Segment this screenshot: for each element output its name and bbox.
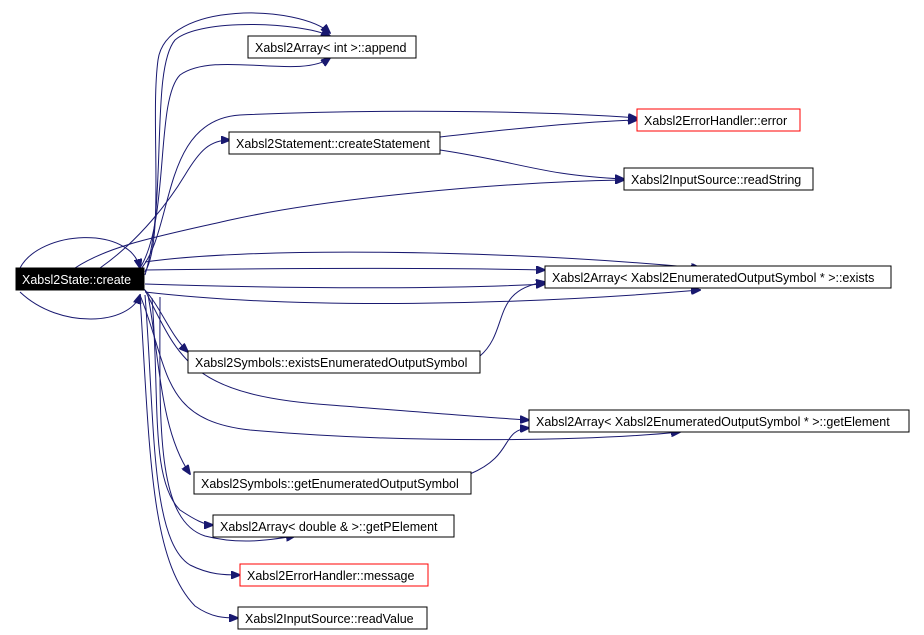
- node-getEnum-label: Xabsl2Symbols::getEnumeratedOutputSymbol: [201, 477, 459, 491]
- node-readString[interactable]: Xabsl2InputSource::readString: [623, 167, 814, 191]
- node-readValue-label: Xabsl2InputSource::readValue: [245, 612, 414, 626]
- node-existsEnum-box: [187, 350, 481, 374]
- node-readValue-box: [237, 606, 428, 630]
- node-getEnum-box: [193, 471, 472, 495]
- edge-create-readValue: [139, 295, 238, 618]
- node-create-label: Xabsl2State::create: [22, 273, 131, 287]
- node-getElement-box: [528, 409, 910, 433]
- node-append[interactable]: Xabsl2Array< int >::append: [247, 35, 417, 59]
- edge-create-error: [139, 110, 637, 271]
- edge-create-append-3: [139, 58, 330, 269]
- node-readString-box: [623, 167, 814, 191]
- node-create-box: [15, 267, 145, 291]
- node-getElement-label: Xabsl2Array< Xabsl2EnumeratedOutputSymbo…: [536, 415, 890, 429]
- node-create[interactable]: Xabsl2State::create: [15, 267, 145, 291]
- edge-create-exists-1: [144, 251, 700, 268]
- edge-create-self-2: [19, 291, 140, 320]
- node-error-box: [636, 108, 801, 132]
- edge-create-getPElement-2: [159, 296, 295, 542]
- edge-createStatement-error: [439, 120, 637, 138]
- node-readValue[interactable]: Xabsl2InputSource::readValue: [237, 606, 428, 630]
- node-error-label: Xabsl2ErrorHandler::error: [644, 114, 787, 128]
- edge-create-getElement-2: [139, 294, 680, 441]
- node-existsEnum[interactable]: Xabsl2Symbols::existsEnumeratedOutputSym…: [187, 350, 481, 374]
- node-exists[interactable]: Xabsl2Array< Xabsl2EnumeratedOutputSymbo…: [544, 265, 892, 289]
- edge-create-exists-4: [144, 290, 700, 305]
- node-existsEnum-label: Xabsl2Symbols::existsEnumeratedOutputSym…: [195, 356, 467, 370]
- node-append-label: Xabsl2Array< int >::append: [255, 41, 407, 55]
- node-message-label: Xabsl2ErrorHandler::message: [247, 569, 414, 583]
- edge-create-exists-3: [144, 284, 545, 288]
- edge-create-message: [144, 294, 240, 575]
- edge-create-append-2: [144, 24, 330, 276]
- node-exists-label: Xabsl2Array< Xabsl2EnumeratedOutputSymbo…: [552, 271, 874, 285]
- edge-create-createStatement: [99, 140, 230, 269]
- edge-create-existsEnum: [142, 287, 188, 352]
- edge-create-exists-2: [144, 269, 545, 271]
- node-getPElement-box: [212, 514, 455, 538]
- node-error[interactable]: Xabsl2ErrorHandler::error: [636, 108, 801, 132]
- node-message-box: [239, 563, 429, 587]
- node-getEnum[interactable]: Xabsl2Symbols::getEnumeratedOutputSymbol: [193, 471, 472, 495]
- edge-create-getEnum: [147, 294, 190, 474]
- node-getPElement-label: Xabsl2Array< double & >::getPElement: [220, 520, 438, 534]
- node-getPElement[interactable]: Xabsl2Array< double & >::getPElement: [212, 514, 455, 538]
- node-createStatement[interactable]: Xabsl2Statement::createStatement: [228, 131, 441, 155]
- edge-create-getElement-1: [144, 289, 529, 420]
- node-exists-box: [544, 265, 892, 289]
- node-readString-label: Xabsl2InputSource::readString: [631, 173, 801, 187]
- edge-createStatement-readString: [439, 149, 624, 179]
- edges: [19, 12, 700, 618]
- edge-create-self-1: [19, 237, 140, 268]
- edge-create-readString: [74, 180, 624, 269]
- edge-create-getPElement-1: [151, 297, 213, 525]
- edge-getEnum-getElement: [469, 428, 529, 475]
- node-message[interactable]: Xabsl2ErrorHandler::message: [239, 563, 429, 587]
- node-append-box: [247, 35, 417, 59]
- node-createStatement-label: Xabsl2Statement::createStatement: [236, 137, 430, 151]
- node-getElement[interactable]: Xabsl2Array< Xabsl2EnumeratedOutputSymbo…: [528, 409, 910, 433]
- node-createStatement-box: [228, 131, 441, 155]
- edge-existsEnum-exists: [479, 282, 545, 357]
